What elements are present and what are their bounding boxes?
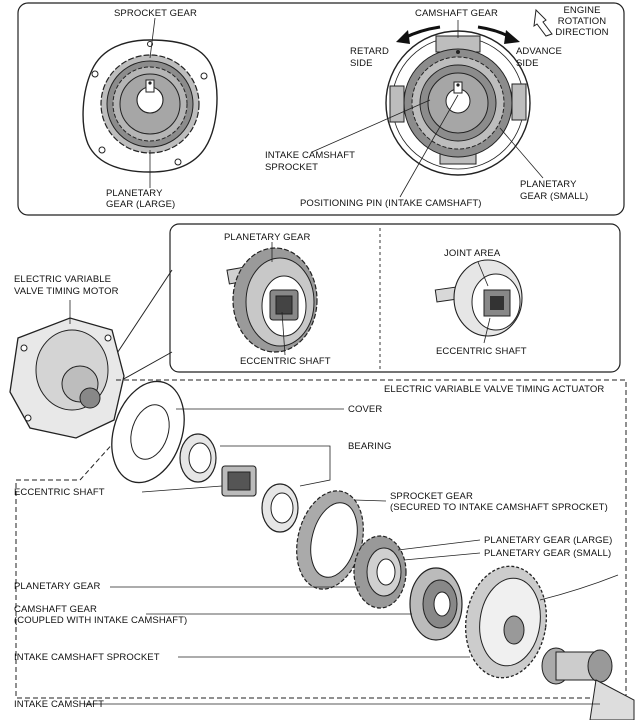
advance-arrowhead-icon [504,30,520,44]
label-retard-side-2: SIDE [350,58,373,69]
label-planetary-gear-large-1: PLANETARY [106,188,163,199]
retard-arrowhead-icon [396,30,410,44]
intake-camshaft-sprocket-figure [464,565,548,679]
sprocket-gear-exploded-figure [296,490,364,590]
label-cover: COVER [348,404,383,415]
label-direction: DIRECTION [555,27,609,38]
label-planetary-gear-small-2: GEAR (SMALL) [520,191,589,202]
label-motor-1: ELECTRIC VARIABLE [14,274,112,285]
label-camshaft-gear: CAMSHAFT GEAR [415,8,498,19]
eccentric-shaft-figure [221,465,257,497]
label-advance-side-2: SIDE [516,58,539,69]
label-sprocket-gear-exploded-2: (SECURED TO INTAKE CAMSHAFT SPROCKET) [390,502,608,513]
planetary-gear-exploded-figure [353,535,407,609]
cover-figure [111,380,185,484]
label-intake-camshaft-sprocket-1: INTAKE CAMSHAFT [265,150,355,161]
intake-camshaft-figure [541,647,635,720]
vvt-motor-figure [9,317,125,439]
label-intake-camshaft: INTAKE CAMSHAFT [14,699,104,710]
label-joint-area: JOINT AREA [444,248,501,259]
label-bearing: BEARING [348,441,392,452]
camshaft-gear-figure [385,30,531,176]
label-planetary-gear-small-exploded: PLANETARY GEAR (SMALL) [484,548,612,559]
label-motor-2: VALVE TIMING MOTOR [14,286,119,297]
label-advance-side-1: ADVANCE [516,46,562,57]
label-eccentric-shaft-right: ECCENTRIC SHAFT [436,346,527,357]
label-intake-camshaft-sprocket-2: SPROCKET [265,162,319,173]
label-camshaft-gear-exploded-1: CAMSHAFT GEAR [14,604,97,615]
rotation-direction-arrow-icon [533,8,553,37]
planetary-gear-figure [226,247,318,353]
bearing-upper-figure [179,433,217,483]
label-planetary-gear-small-1: PLANETARY [520,179,577,190]
joint-area-figure [434,259,523,337]
label-camshaft-gear-exploded-2: (COUPLED WITH INTAKE CAMSHAFT) [14,615,188,626]
actuator-boundary [15,379,627,699]
label-planetary-gear-large-2: GEAR (LARGE) [106,199,176,210]
label-intake-camshaft-sprocket: INTAKE CAMSHAFT SPROCKET [14,652,160,663]
label-rotation: ROTATION [557,16,607,27]
sprocket-gear-figure [82,39,218,173]
label-eccentric-shaft: ECCENTRIC SHAFT [14,487,105,498]
label-positioning-pin: POSITIONING PIN (INTAKE CAMSHAFT) [300,198,482,209]
label-planetary-gear-large-exploded: PLANETARY GEAR (LARGE) [484,535,613,546]
label-retard-side-1: RETARD [350,46,389,57]
label-sprocket-gear-exploded-1: SPROCKET GEAR [390,491,473,502]
label-planetary-gear: PLANETARY GEAR [224,232,311,243]
label-eccentric-shaft-left: ECCENTRIC SHAFT [240,356,331,367]
label-sprocket-gear: SPROCKET GEAR [114,8,197,19]
label-engine: ENGINE [563,5,601,16]
bearing-lower-figure [261,483,299,533]
camshaft-gear-exploded-figure [409,567,463,641]
label-actuator-title: ELECTRIC VARIABLE VALVE TIMING ACTUATOR [384,384,605,395]
label-planetary-gear-exploded: PLANETARY GEAR [14,581,101,592]
top-panel-frame [17,2,625,216]
